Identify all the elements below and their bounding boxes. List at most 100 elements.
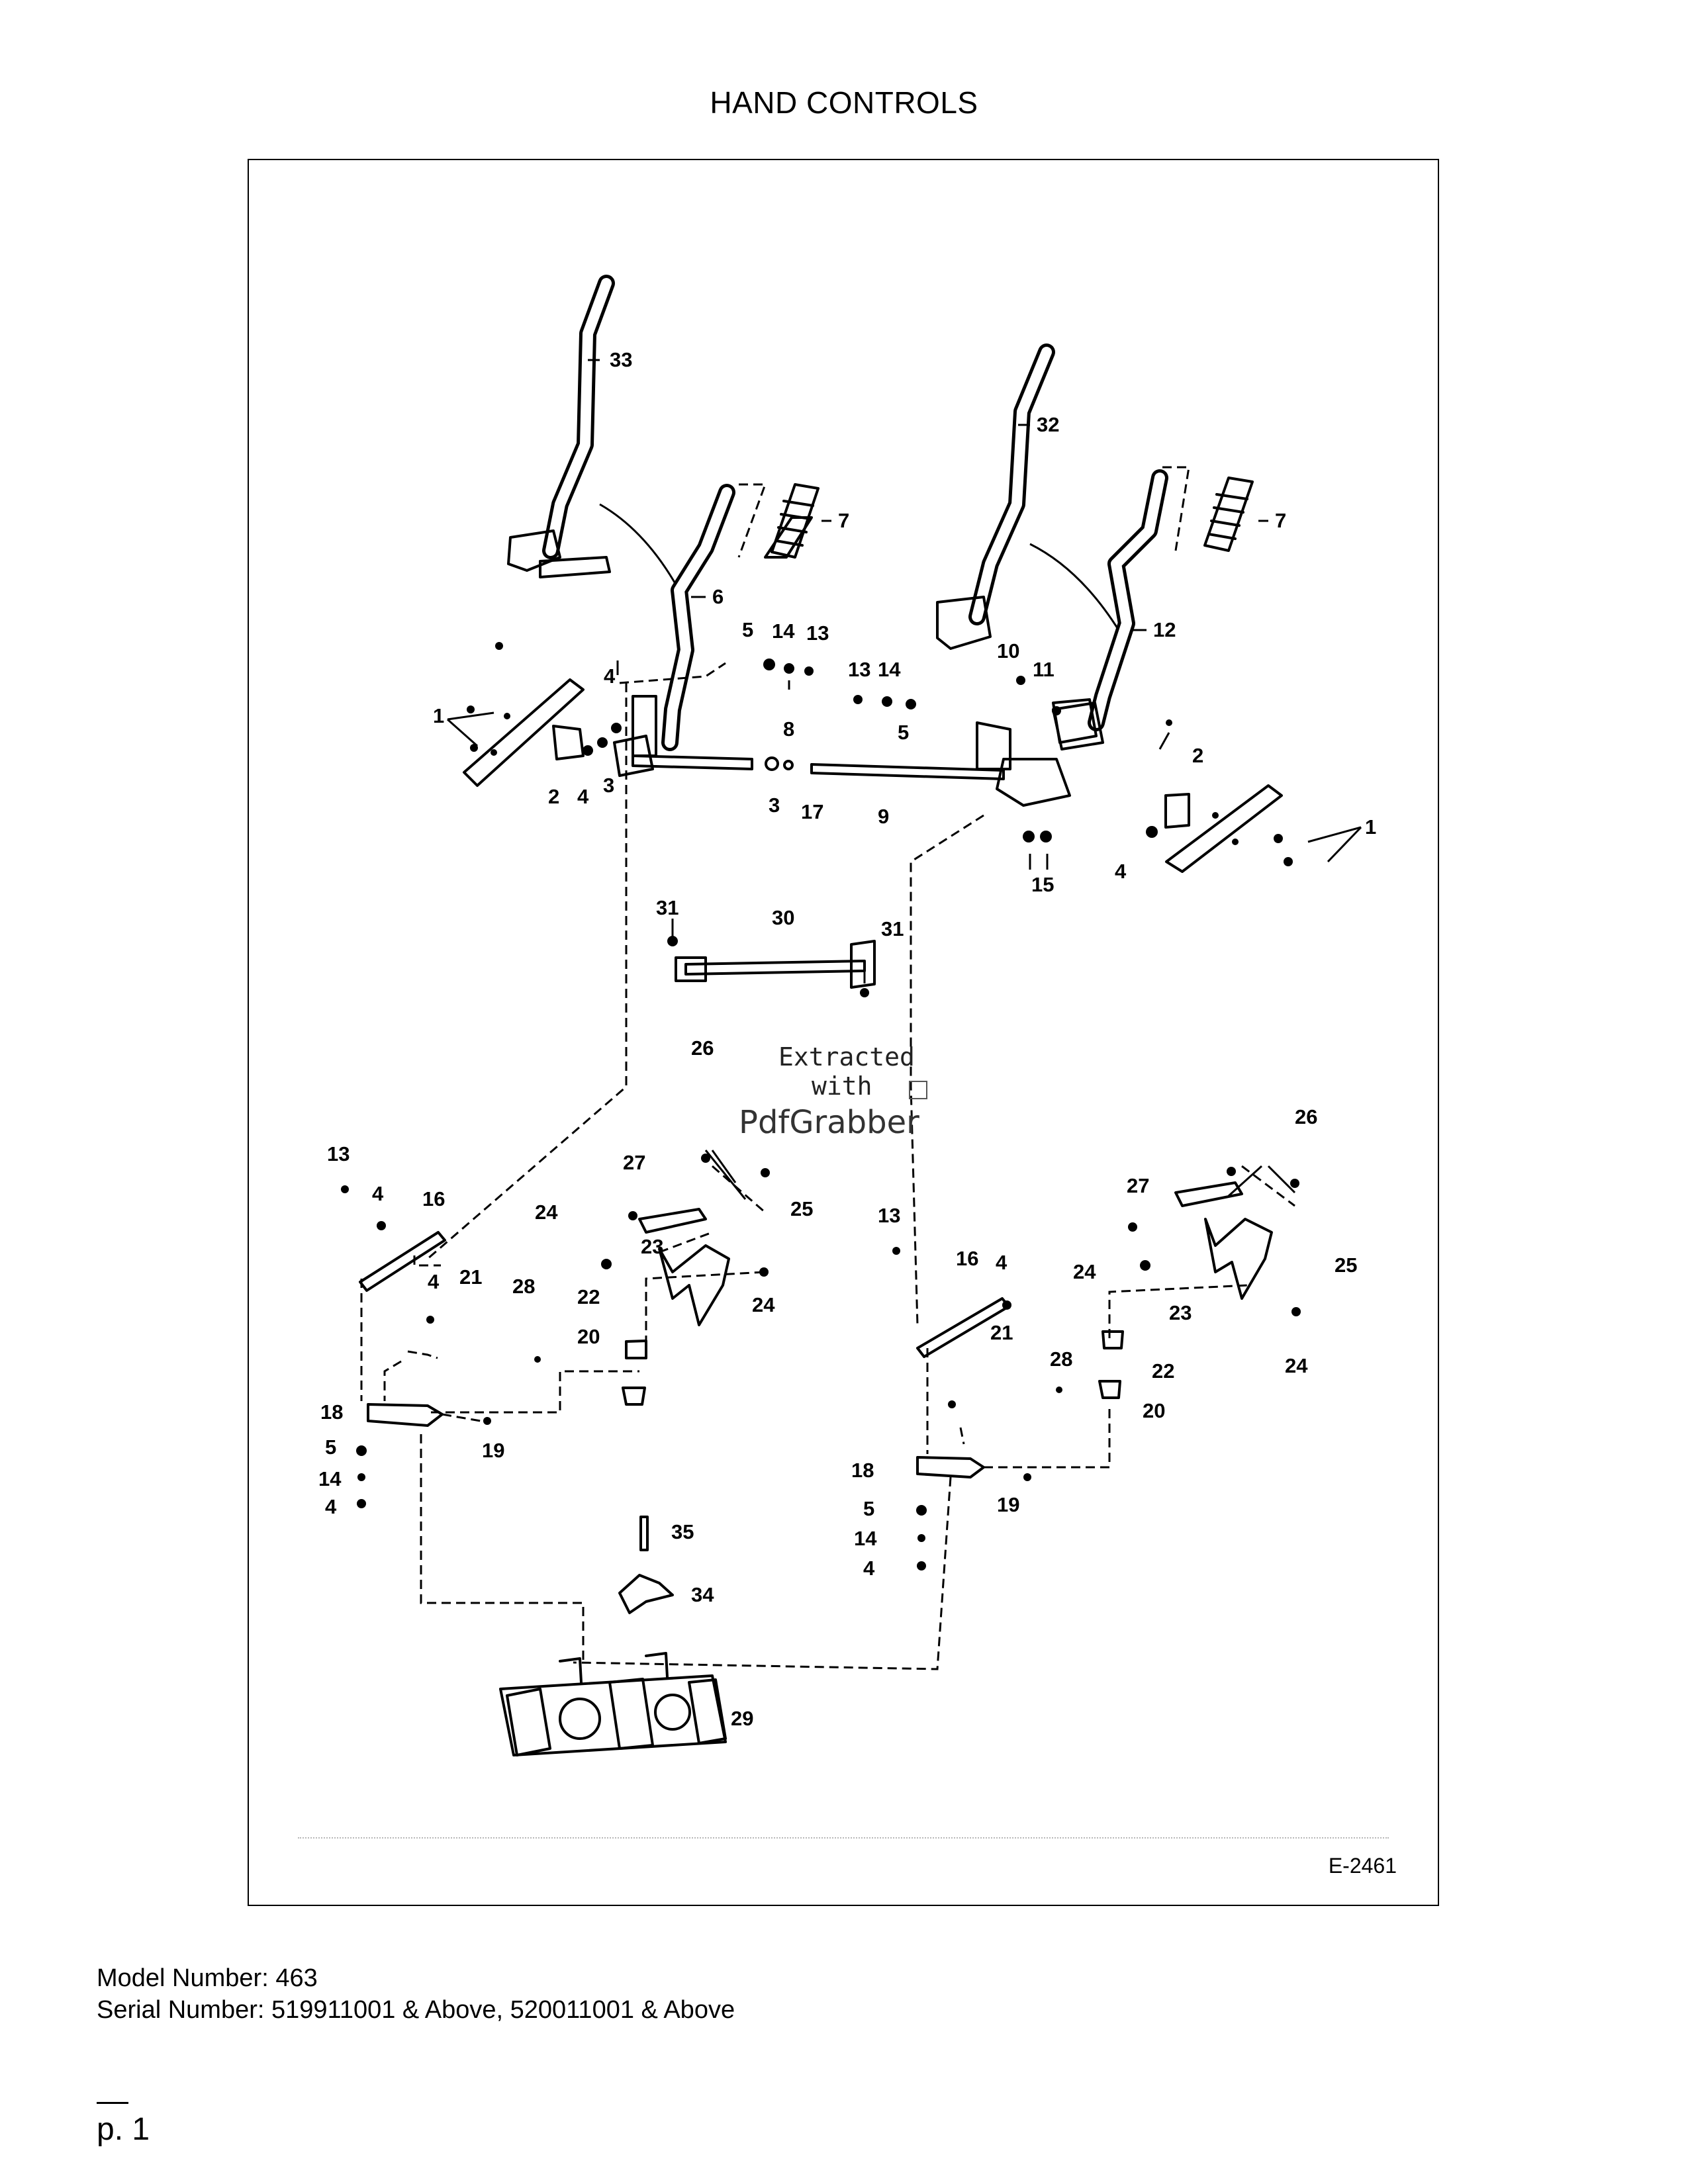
- callout-label: 5: [863, 1497, 874, 1520]
- callout-label: 26: [691, 1036, 714, 1060]
- callout-label: 4: [604, 664, 616, 688]
- callout-label: 22: [577, 1285, 600, 1308]
- callout-label: 19: [482, 1439, 504, 1462]
- callout-label: 24: [1285, 1354, 1308, 1377]
- left-mount-plate: [463, 678, 585, 787]
- callout-label: 3: [769, 794, 780, 817]
- callout-label: 1: [1365, 815, 1376, 839]
- hydrostatic-pump-29: [499, 1652, 727, 1756]
- callout-label: 33: [610, 348, 632, 371]
- callout-label: 31: [656, 896, 679, 919]
- callout-label: 7: [1275, 509, 1286, 532]
- callout-label: 16: [422, 1187, 445, 1210]
- callout-label: 22: [1152, 1359, 1174, 1383]
- callout-label: 18: [851, 1459, 874, 1482]
- callout-label: 28: [512, 1275, 535, 1298]
- callout-label: 24: [752, 1293, 775, 1316]
- right-linkage-dash: [573, 1284, 1249, 1670]
- callout-label: 5: [325, 1435, 336, 1459]
- callout-label: 24: [1073, 1260, 1096, 1283]
- callout-label: 4: [1115, 860, 1127, 883]
- page-number: p. 1: [97, 2112, 150, 2147]
- callout-label: 21: [990, 1321, 1013, 1344]
- callout-label: 7: [838, 509, 849, 532]
- callout-label: 23: [1169, 1301, 1192, 1324]
- callout-label: 19: [997, 1493, 1019, 1516]
- callout-label: 12: [1153, 618, 1176, 641]
- watermark-line: Extracted: [778, 1042, 915, 1071]
- pivot-shaft-assembly: [613, 695, 1098, 807]
- callout-label: 24: [535, 1201, 558, 1224]
- callout-label: 14: [318, 1467, 342, 1490]
- callout-label: 23: [641, 1235, 663, 1258]
- callout-label: 25: [790, 1197, 813, 1220]
- left-linkage-dash: [360, 1255, 766, 1662]
- left-hand-lever-6: [661, 483, 813, 751]
- callout-label: 15: [1031, 873, 1054, 896]
- watermark-logo-icon: [909, 1081, 927, 1099]
- right-hand-lever-12: [1052, 466, 1190, 751]
- right-steering-lever-32: [936, 343, 1124, 650]
- watermark-line: with: [812, 1071, 872, 1101]
- diagram-drawing: 33 32 7 7 6 12 5 14 13 13 14 10 11 5 4 1…: [318, 275, 1376, 1756]
- callout-label: 32: [1037, 413, 1059, 436]
- callout-label: 6: [712, 585, 724, 608]
- callout-label: 20: [1143, 1399, 1165, 1422]
- callout-label: 11: [1033, 658, 1055, 681]
- callout-label: 26: [1295, 1105, 1317, 1128]
- left-steering-lever-33: [507, 275, 680, 591]
- callout-label: 13: [878, 1204, 900, 1227]
- callout-label: 14: [854, 1527, 877, 1550]
- figure-id: E-2461: [1328, 1854, 1397, 1878]
- right-mount-plate: [1164, 784, 1283, 873]
- callout-label: 4: [863, 1557, 875, 1580]
- callout-label: 16: [956, 1247, 978, 1270]
- pump-mount-34: [618, 1516, 674, 1614]
- callout-label: 21: [459, 1265, 482, 1289]
- model-number: Model Number: 463: [97, 1964, 318, 1992]
- left-grip-7: [771, 483, 820, 559]
- callout-label: 30: [772, 906, 794, 929]
- callout-label: 13: [327, 1142, 350, 1165]
- watermark-line: PdfGrabber: [739, 1104, 919, 1141]
- left-linkage: [359, 1208, 730, 1427]
- cross-bracket-30: [675, 940, 876, 989]
- callout-labels: 33 32 7 7 6 12 5 14 13 13 14 10 11 5 4 1…: [318, 348, 1376, 1730]
- callout-label: 1: [433, 704, 444, 727]
- callout-label: 10: [997, 639, 1019, 662]
- callout-label: 27: [623, 1151, 645, 1174]
- callout-label: 20: [577, 1325, 600, 1348]
- callout-label: 27: [1127, 1174, 1149, 1197]
- page-divider: [97, 2102, 128, 2104]
- main-dashed-connectors: [427, 662, 1295, 1326]
- callout-label: 14: [878, 658, 901, 681]
- callout-label: 13: [806, 621, 829, 645]
- callout-label: 18: [320, 1400, 343, 1424]
- callout-label: 28: [1050, 1347, 1072, 1371]
- callout-label: 4: [428, 1270, 440, 1293]
- callout-label: 8: [783, 717, 794, 741]
- right-linkage: [916, 1181, 1273, 1479]
- callout-label: 34: [691, 1583, 714, 1606]
- callout-label: 17: [801, 800, 823, 823]
- page-title: HAND CONTROLS: [710, 85, 978, 120]
- right-grip-7: [1203, 477, 1254, 552]
- callout-label: 13: [848, 658, 870, 681]
- callout-label: 4: [372, 1182, 384, 1205]
- callout-label: 3: [603, 774, 614, 797]
- callout-label: 2: [548, 785, 559, 808]
- callout-label: 5: [898, 721, 909, 744]
- exploded-parts-diagram: 33 32 7 7 6 12 5 14 13 13 14 10 11 5 4 1…: [248, 159, 1439, 1906]
- callout-label: 5: [742, 618, 753, 641]
- dotted-rule: [298, 1837, 1389, 1839]
- callout-label: 35: [671, 1520, 694, 1543]
- callout-label: 31: [881, 917, 904, 940]
- callout-label: 4: [325, 1495, 337, 1518]
- callout-label: 14: [772, 619, 795, 643]
- callout-label: 2: [1192, 744, 1203, 767]
- pdfgrabber-watermark: Extracted with PdfGrabber: [739, 1042, 927, 1141]
- callout-label: 29: [731, 1707, 753, 1730]
- serial-number: Serial Number: 519911001 & Above, 520011…: [97, 1996, 735, 2024]
- callout-label: 25: [1335, 1253, 1357, 1277]
- callout-label: 4: [577, 785, 589, 808]
